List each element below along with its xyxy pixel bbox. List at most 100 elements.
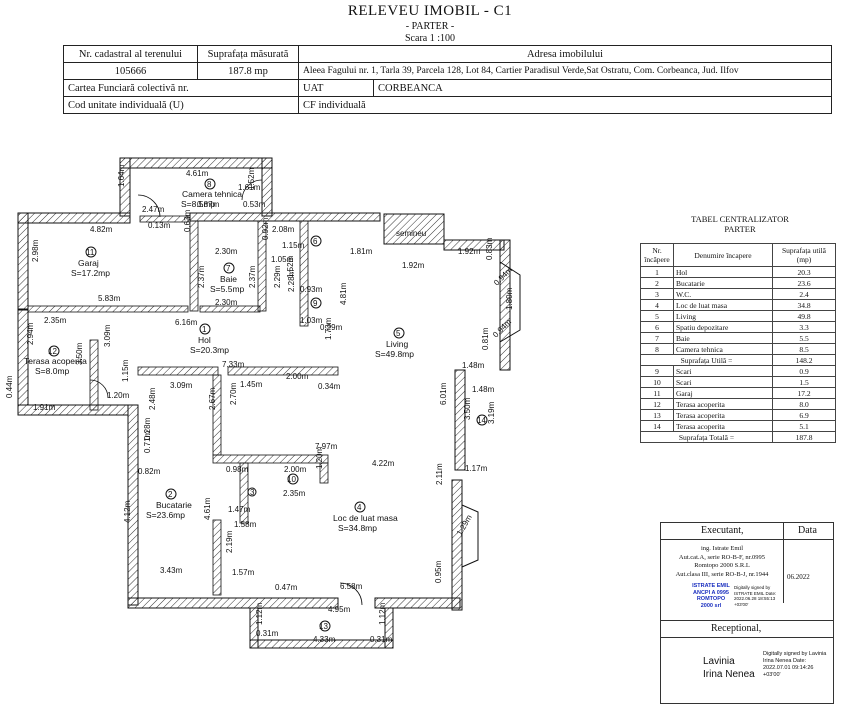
table-cell: 6 <box>640 321 674 333</box>
room-area: S=8.5mp <box>181 199 216 209</box>
dimension-label: 2.35m <box>283 489 306 498</box>
room-name: Baie <box>220 274 237 284</box>
dimension-label: 1.17m <box>465 464 488 473</box>
table-cell: Terasa acoperita <box>673 420 773 432</box>
table-cell: 13 <box>640 409 674 421</box>
dimension-label: 0.82m <box>138 467 161 476</box>
table-cell: Spatiu depozitare <box>673 321 773 333</box>
dimension-label: 1.61m <box>238 183 261 192</box>
dimension-label: 2.94m <box>26 322 35 345</box>
dimension-label: 7.97m <box>315 442 338 451</box>
dimension-label: 1.48m <box>462 361 485 370</box>
cod-unitate-label: Cod unitate individuală (U) <box>63 96 299 114</box>
table-cell: 5.1 <box>772 420 836 432</box>
table-cell: Bucatarie <box>673 277 773 289</box>
receptional-name-1: Lavinia <box>703 656 735 667</box>
company-authorization: Aut.clasa III, serie RO-B-J, nr.1944 <box>675 570 769 578</box>
dimension-label: 4.33m <box>313 635 336 644</box>
dimension-label: 2.11m <box>435 463 444 485</box>
dimension-label: 1.15m <box>121 359 130 382</box>
table-cell: 3 <box>640 288 674 300</box>
room-number: 12 <box>48 347 57 356</box>
dimension-label: 1.03m <box>300 316 323 325</box>
table-cell: Living <box>673 310 773 322</box>
dimension-label: 0.98m <box>226 465 249 474</box>
total-value: 187.8 <box>772 431 836 443</box>
room-area: S=49.8mp <box>375 349 414 359</box>
room-area: S=23.6mp <box>146 510 185 520</box>
total-label: Suprafața Totală = <box>640 431 773 443</box>
col-header: Denumire încapere <box>673 243 773 267</box>
dimension-label: 1.52m <box>286 255 295 278</box>
dimension-label: 0.93m <box>300 285 323 294</box>
door-arcs <box>89 179 363 606</box>
dimension-label: 1.80m <box>505 287 514 310</box>
room-number: 14 <box>477 416 486 425</box>
dimension-label: 1.12m <box>378 602 387 625</box>
document-title: RELEVEU IMOBIL - C1 <box>347 3 513 19</box>
dimension-label: 0.13m <box>148 221 171 230</box>
area-value: 187.8 mp <box>197 62 299 80</box>
util-label: Suprafața Utilă = <box>640 354 773 366</box>
engineer-name: ing. Istrate Emil <box>700 545 744 552</box>
room-number: 13 <box>319 622 328 631</box>
dimension-label: 3.19m <box>487 401 496 424</box>
table-cell: 8.0 <box>772 398 836 410</box>
receptional-header: Receptional, <box>661 620 833 638</box>
uat-value: CORBEANCA <box>373 79 832 97</box>
room-number: 9 <box>313 299 318 308</box>
dimension-label: 4.95m <box>328 605 351 614</box>
table-cell: 2.4 <box>772 288 836 300</box>
dimension-label: 0.87m <box>197 200 220 209</box>
dimension-label: 3.50m <box>75 342 84 365</box>
stamp-name: ISTRATE EMIL <box>692 583 730 589</box>
dimension-label: 2.28m <box>287 269 296 292</box>
receptional-label: Receptional, <box>711 623 762 634</box>
table-cell: W.C. <box>673 288 773 300</box>
executant-header: Executant, Data <box>661 523 833 603</box>
col-header: Suprafața utilă (mp) <box>772 243 836 267</box>
dimension-label: 5.83m <box>98 294 121 303</box>
table-cell: 8 <box>640 343 674 355</box>
dimension-label: 6.58m <box>340 582 363 591</box>
dimension-label: 1.73m <box>324 317 333 340</box>
stamp-firm: ROMTOPO 2000 srl <box>696 596 726 609</box>
room-area: S=20.3mp <box>190 345 229 355</box>
dimension-label: 3.09m <box>170 381 193 390</box>
property-info-table: Nr. cadastral al terenului Suprafața măs… <box>63 45 832 114</box>
date-label: Data <box>798 525 817 536</box>
dimension-label: 0.95m <box>434 560 443 583</box>
dimension-label: 6.01m <box>439 382 448 405</box>
room-name: Terasa acoperita <box>24 356 87 366</box>
room-name: Living <box>386 339 408 349</box>
room-area: S=8.0mp <box>35 366 70 376</box>
dimension-label: 4.82m <box>90 225 113 234</box>
table-cell: Scari <box>673 365 773 377</box>
central-table-title: TABEL CENTRALIZATOR <box>691 214 789 224</box>
table-cell: 23.6 <box>772 277 836 289</box>
room-name: Garaj <box>78 258 99 268</box>
scale-label: Scara 1 :100 <box>405 33 455 44</box>
digital-signature: Digitally signed by ISTRATE EMIL Date: 2… <box>734 585 777 607</box>
table-cell: 6.9 <box>772 409 836 421</box>
table-cell: Baie <box>673 332 773 344</box>
cf-individuala-label: CF individuală <box>298 96 832 114</box>
dimension-label: 0.34m <box>318 382 341 391</box>
dimension-label: 0.92m <box>261 217 270 240</box>
dimension-label: 4.12m <box>123 500 132 523</box>
dimension-label: 7.33m <box>222 360 245 369</box>
table-cell: 49.8 <box>772 310 836 322</box>
dimension-label: 2.47m <box>142 205 165 214</box>
room-area: S=34.8mp <box>338 523 377 533</box>
stamp-code: ANCPI A 0995 <box>693 589 729 596</box>
dimension-label: 1.48m <box>472 385 495 394</box>
dimension-label: 2.70m <box>229 382 238 405</box>
executant-date: 06.2022 <box>787 573 810 581</box>
